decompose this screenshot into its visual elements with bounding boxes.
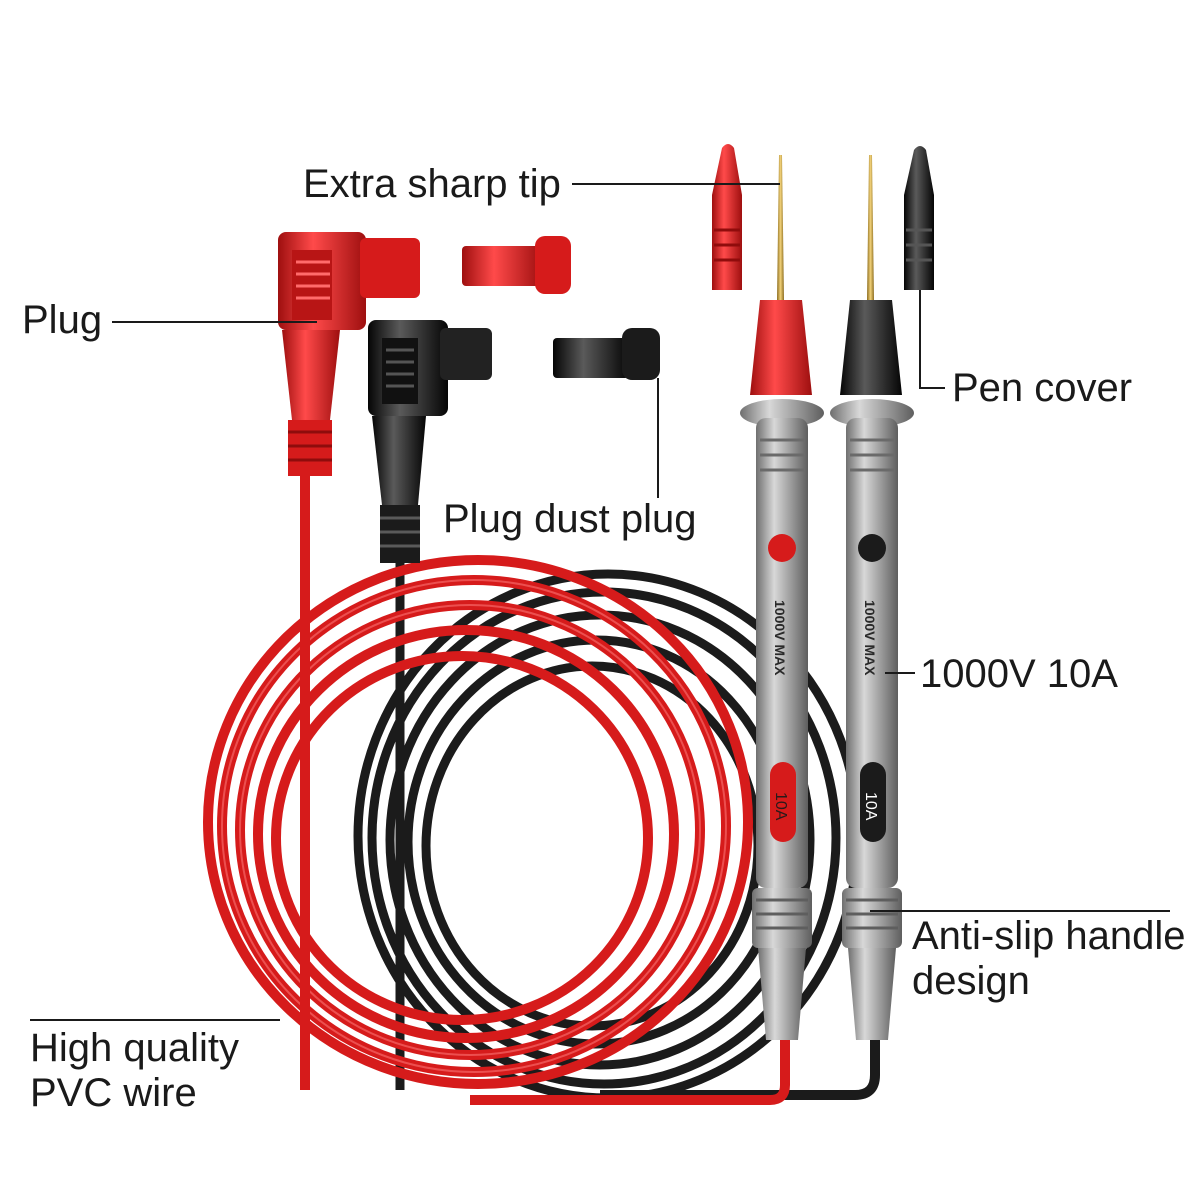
leader-line-pen-cover-v [919,290,921,388]
black-probe [830,155,914,1040]
label-pvc-line2: PVC wire [30,1070,197,1115]
leader-line-anti-slip [870,910,1170,912]
black-probe-rating-text: 1000V MAX [862,600,878,676]
red-probe-current-badge: 10A [772,792,789,821]
leader-line-dust-plug [657,378,659,498]
leader-line-plug [112,321,317,323]
label-pen-cover: Pen cover [952,366,1133,410]
black-wire-to-probe [600,1040,880,1100]
black-pen-cover [904,146,934,290]
label-rating: 1000V 10A [920,652,1118,696]
label-pvc-line1: High quality [30,1026,240,1070]
red-plug [278,232,420,476]
black-probe-current-badge: 10A [862,792,879,821]
red-wire-to-probe [470,1040,790,1105]
red-pen-cover [712,144,742,290]
label-anti-slip-line2: design [912,958,1030,1003]
label-extra-sharp-tip: Extra sharp tip [303,162,561,206]
leader-line-pvc [30,1019,280,1021]
label-anti-slip-handle: Anti-slip handle design [912,914,1186,1004]
label-plug-dust-plug: Plug dust plug [443,497,697,541]
red-wire-coil [203,555,753,1089]
leader-line-extra-sharp-tip [572,183,780,185]
label-pvc-wire: High quality PVC wire [30,1026,239,1116]
label-anti-slip-line1: Anti-slip handle [912,914,1186,958]
red-probe [740,155,824,1040]
red-plug-dust-cap [462,236,571,294]
label-plug: Plug [22,298,103,342]
red-probe-rating-text: 1000V MAX [772,600,788,676]
leader-line-pen-cover-h [919,387,945,389]
black-plug [368,320,492,563]
leader-line-rating [885,672,915,674]
black-plug-dust-cap [553,328,660,380]
